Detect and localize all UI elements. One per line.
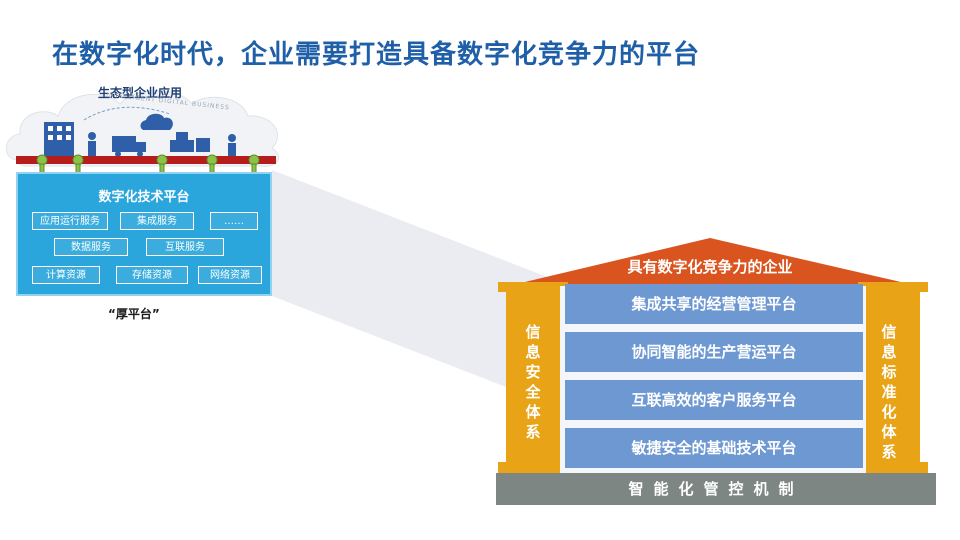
person-icon [88, 132, 236, 156]
service-box: 计算资源 [32, 266, 100, 284]
ecosystem-title: 生态型企业应用 [98, 86, 183, 100]
foundation: 智能化管控机制 [496, 473, 936, 505]
digital-tech-platform [16, 172, 272, 296]
platform-layer: 协同智能的生产营运平台 [565, 332, 863, 372]
platform-layer: 敏捷安全的基础技术平台 [565, 428, 863, 468]
service-box: 集成服务 [120, 212, 194, 230]
platform-title: 数字化技术平台 [98, 190, 190, 205]
integration-rail [16, 156, 276, 164]
roof-label: 具有数字化竞争力的企业 [627, 258, 793, 276]
service-box: 应用运行服务 [32, 212, 108, 230]
platform-caption: “厚平台” [108, 307, 160, 321]
page-title: 在数字化时代，企业需要打造具备数字化竞争力的平台 [52, 40, 701, 70]
platform-layer: 集成共享的经营管理平台 [565, 284, 863, 324]
workstation-icon [170, 132, 210, 152]
service-box: …… [210, 212, 258, 230]
left-pillar [506, 286, 560, 474]
service-box: 数据服务 [54, 238, 128, 256]
service-box: 网络资源 [198, 266, 262, 284]
truck-icon [112, 136, 146, 157]
platform-layer: 互联高效的客户服务平台 [565, 380, 863, 420]
cloud-icon [140, 113, 173, 130]
left-pillar-label: 信息安全体系 [525, 323, 541, 441]
right-pillar-label: 信息标准化体系 [881, 323, 897, 461]
right-pillar [866, 286, 920, 474]
ecosystem-cloud-illustration [5, 90, 280, 167]
service-box: 存储资源 [116, 266, 188, 284]
service-box: 互联服务 [146, 238, 224, 256]
roof [508, 238, 918, 286]
